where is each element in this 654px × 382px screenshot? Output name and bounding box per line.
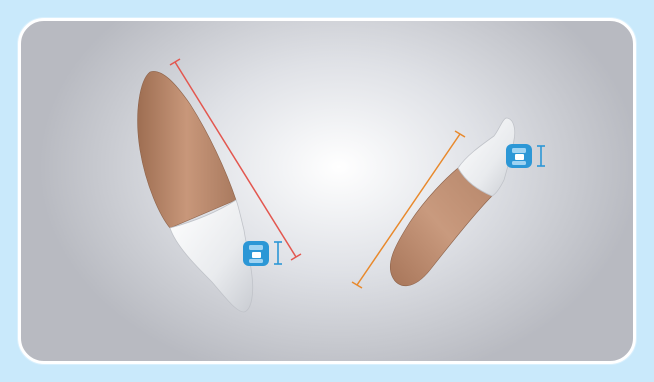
left-tooth-root — [138, 71, 236, 228]
left-tooth — [138, 71, 282, 312]
bracket-icon — [506, 144, 545, 168]
bracket-icon — [243, 241, 282, 266]
